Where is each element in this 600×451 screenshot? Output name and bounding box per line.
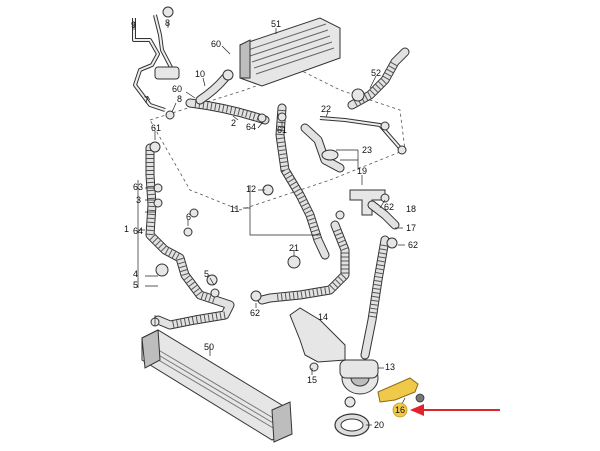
red-pointer-arrow <box>410 404 500 416</box>
callout-15: 15 <box>307 375 317 385</box>
callout-62-b: 62 <box>408 240 418 250</box>
callout-52: 52 <box>371 68 381 78</box>
charge-air-cooler-top <box>239 17 341 87</box>
callout-61-b: 61 <box>277 125 287 135</box>
radiator-bottom <box>141 329 293 443</box>
callout-11: 11 <box>230 204 239 214</box>
callout-22: 22 <box>321 104 331 114</box>
hose-23 <box>300 123 345 173</box>
callout-8-b: 8 <box>177 94 182 104</box>
callout-10: 10 <box>195 69 205 79</box>
bracket-16-highlighted <box>377 377 425 403</box>
callout-62: 62 <box>384 202 394 212</box>
small-clamps <box>149 6 407 408</box>
hose-left-long <box>145 143 235 330</box>
t-piece-19 <box>349 189 386 216</box>
coolant-pump-13 <box>339 359 379 395</box>
callout-5: 5 <box>133 280 138 290</box>
callout-23: 23 <box>362 145 372 155</box>
bracket-15 <box>289 307 346 363</box>
hose-17-18 <box>360 200 400 360</box>
callout-60-b: 60 <box>172 84 182 94</box>
callout-63: 63 <box>133 182 143 192</box>
callout-9: 9 <box>131 20 136 30</box>
callout-64-b: 64 <box>133 226 143 236</box>
hose-center-lower <box>257 220 350 305</box>
callout-4: 4 <box>133 269 138 279</box>
callout-61: 61 <box>151 123 161 133</box>
callout-1: 1 <box>124 224 129 234</box>
callout-16-marker <box>392 402 408 418</box>
callout-51: 51 <box>271 19 281 29</box>
callout-labels: 9 8 51 60 10 60 7 8 2 64 61 61 52 22 23 … <box>124 18 418 430</box>
callout-17: 17 <box>406 223 416 233</box>
callout-7: 7 <box>144 95 149 105</box>
callout-20: 20 <box>374 420 384 430</box>
callout-8: 8 <box>165 18 170 28</box>
callout-5-b: 5 <box>204 269 209 279</box>
callout-60: 60 <box>211 39 221 49</box>
callout-16: 16 <box>395 405 405 415</box>
callout-50: 50 <box>204 342 214 352</box>
callout-3: 3 <box>136 195 141 205</box>
callout-64: 64 <box>246 122 256 132</box>
callout-14: 14 <box>318 312 328 322</box>
pipe-22 <box>319 116 402 150</box>
seal-ring-20 <box>334 413 370 437</box>
callout-19: 19 <box>357 166 367 176</box>
callout-18: 18 <box>406 204 416 214</box>
callout-2: 2 <box>231 118 236 128</box>
callout-6: 6 <box>186 212 191 222</box>
callout-21: 21 <box>289 243 299 253</box>
leader-lines <box>133 22 406 426</box>
callout-62-c: 62 <box>250 308 260 318</box>
hose-52 <box>275 103 330 260</box>
hose-2 <box>185 98 270 125</box>
pipe-upper-left <box>132 14 180 112</box>
callout-12: 12 <box>246 184 256 194</box>
callout-13: 13 <box>385 362 395 372</box>
hose-10 <box>195 69 234 105</box>
